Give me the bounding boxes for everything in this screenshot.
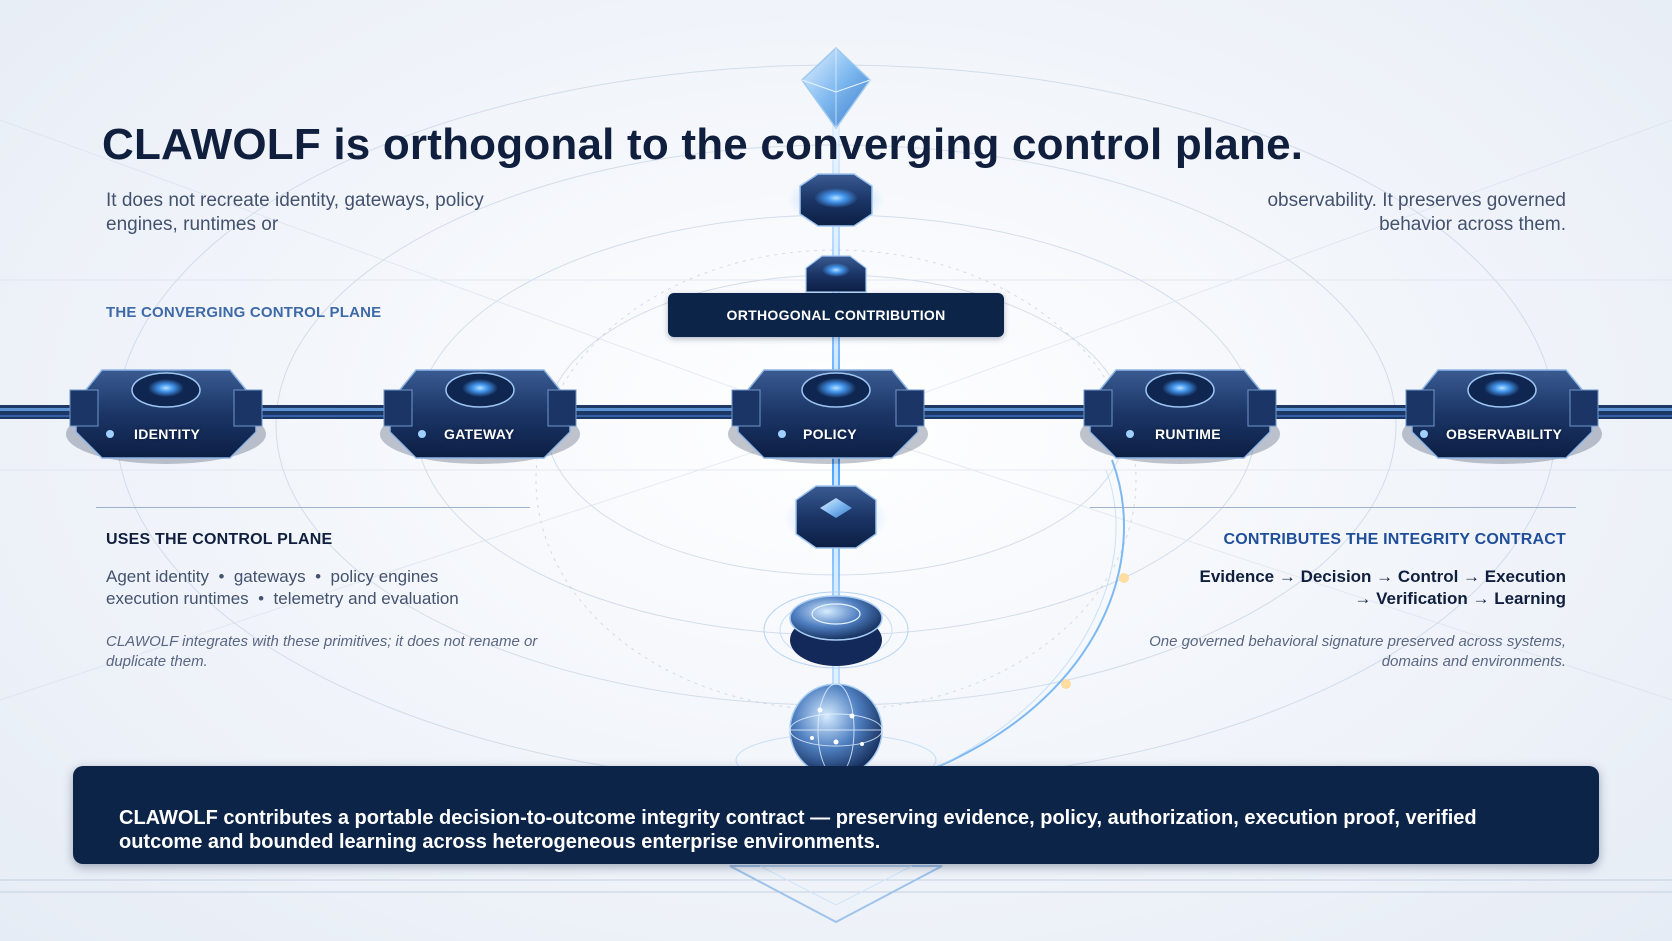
- crystal-gem-icon: [801, 46, 871, 130]
- hub-node-icon: [66, 369, 266, 464]
- right-divider: [1090, 507, 1576, 508]
- footer-banner: CLAWOLF contributes a portable decision-…: [73, 766, 1599, 864]
- orthogonal-contribution-box: ORTHOGONAL CONTRIBUTION: [668, 293, 1004, 337]
- right-panel-note: One governed behavioral signature preser…: [1149, 633, 1566, 670]
- left-divider: [96, 507, 530, 508]
- hub-node-icon: [728, 369, 928, 464]
- orthogonal-contribution-label: ORTHOGONAL CONTRIBUTION: [726, 307, 946, 323]
- control-plane-label: THE CONVERGING CONTROL PLANE: [106, 304, 382, 321]
- left-panel-list: Agent identity • gateways • policy engin…: [106, 566, 459, 610]
- hub-node-icon: [380, 369, 580, 464]
- left-list-line-1: Agent identity • gateways • policy engin…: [106, 567, 439, 586]
- page-title: CLAWOLF is orthogonal to the converging …: [102, 120, 1304, 169]
- subtitle-left: It does not recreate identity, gateways,…: [106, 190, 484, 235]
- subtitle-right: observability. It preserves governed beh…: [1267, 190, 1566, 235]
- footer-text: CLAWOLF contributes a portable decision-…: [119, 807, 1477, 853]
- left-panel-note: CLAWOLF integrates with these primitives…: [106, 633, 538, 670]
- node-label-runtime: RUNTIME: [1155, 426, 1221, 442]
- flow-line-1: Evidence → Decision → Control → Executio…: [1199, 567, 1566, 586]
- left-list-line-2: execution runtimes • telemetry and evalu…: [106, 589, 459, 608]
- node-label-identity: IDENTITY: [134, 426, 201, 442]
- right-panel-flow: Evidence → Decision → Control → Executio…: [1146, 566, 1566, 610]
- node-label-policy: POLICY: [803, 426, 857, 442]
- left-panel-heading: USES THE CONTROL PLANE: [106, 531, 333, 548]
- node-label-observability: OBSERVABILITY: [1446, 426, 1563, 442]
- right-panel-heading: CONTRIBUTES THE INTEGRITY CONTRACT: [1223, 531, 1566, 548]
- hub-node-icon: [1402, 369, 1602, 464]
- node-label-gateway: GATEWAY: [444, 426, 515, 442]
- hub-node-icon: [1080, 369, 1280, 464]
- flow-line-2: → Verification → Learning: [1354, 589, 1566, 608]
